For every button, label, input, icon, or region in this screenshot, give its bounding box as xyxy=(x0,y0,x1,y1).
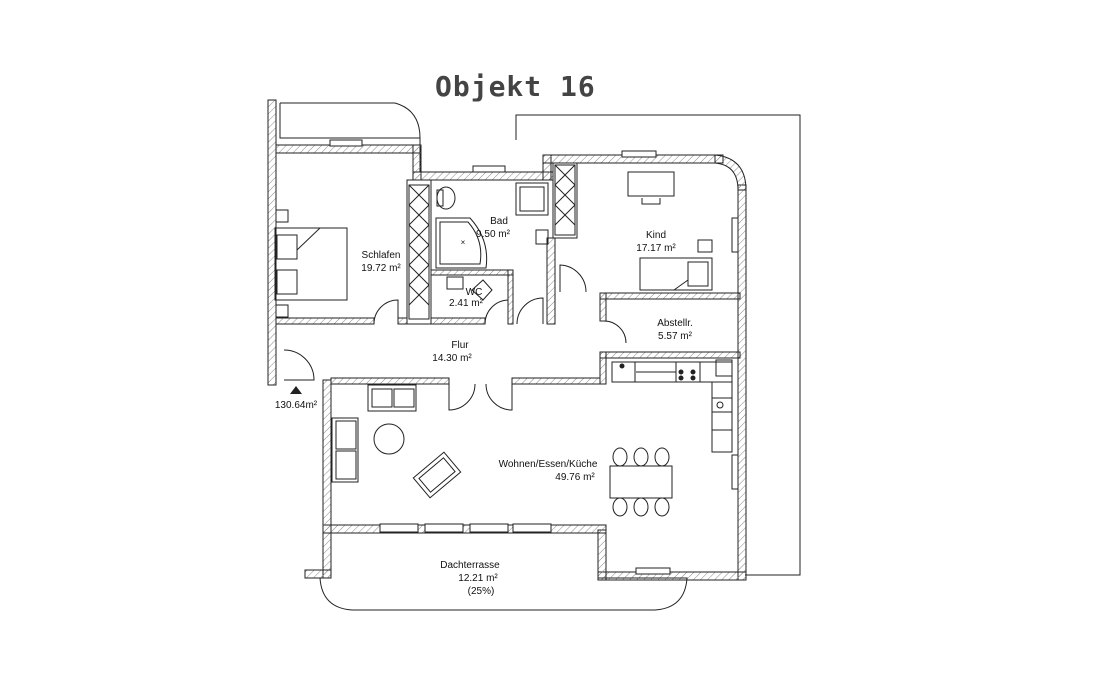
balcony-outline xyxy=(279,102,540,173)
room-area-dachterrasse: 12.21 m² xyxy=(458,573,498,584)
room-name-wc: WC xyxy=(466,287,483,298)
bed-double xyxy=(274,209,348,318)
room-name-flur: Flur xyxy=(451,340,469,351)
terrace-outline xyxy=(319,577,688,611)
total-area-label: 130.64m² xyxy=(275,400,318,411)
windows xyxy=(329,139,739,575)
room-area-kind: 17.17 m² xyxy=(636,243,676,254)
kitchen-counter xyxy=(611,359,733,453)
room-name-schlafen: Schlafen xyxy=(362,250,401,261)
room-area-wc: 2.41 m² xyxy=(449,298,484,309)
room-name-wohnen: Wohnen/Essen/Küche xyxy=(499,459,598,470)
svg-text:×: × xyxy=(461,238,466,247)
bath-fixtures xyxy=(435,182,549,301)
shaft-symbols xyxy=(408,164,576,320)
room-area-flur: 14.30 m² xyxy=(432,353,472,364)
dining-table xyxy=(609,447,673,517)
room-name-dachterrasse: Dachterrasse xyxy=(440,560,500,571)
room-note-dachterrasse: (25%) xyxy=(468,586,495,597)
room-area-abstellr: 5.57 m² xyxy=(658,331,693,342)
property-boundary xyxy=(515,114,801,576)
living-furniture xyxy=(331,384,462,499)
entrance-marker-icon xyxy=(290,386,302,394)
door-swings xyxy=(283,264,627,411)
room-area-bad: 9.50 m² xyxy=(476,229,511,240)
kind-furniture xyxy=(627,171,713,291)
room-area-schlafen: 19.72 m² xyxy=(361,263,401,274)
room-name-bad: Bad xyxy=(490,216,508,227)
interior-walls xyxy=(275,162,741,385)
plan-title: Objekt 16 xyxy=(435,70,596,103)
room-name-abstellr: Abstellr. xyxy=(657,318,693,329)
room-name-kind: Kind xyxy=(646,230,666,241)
room-area-wohnen: 49.76 m² xyxy=(555,472,595,483)
